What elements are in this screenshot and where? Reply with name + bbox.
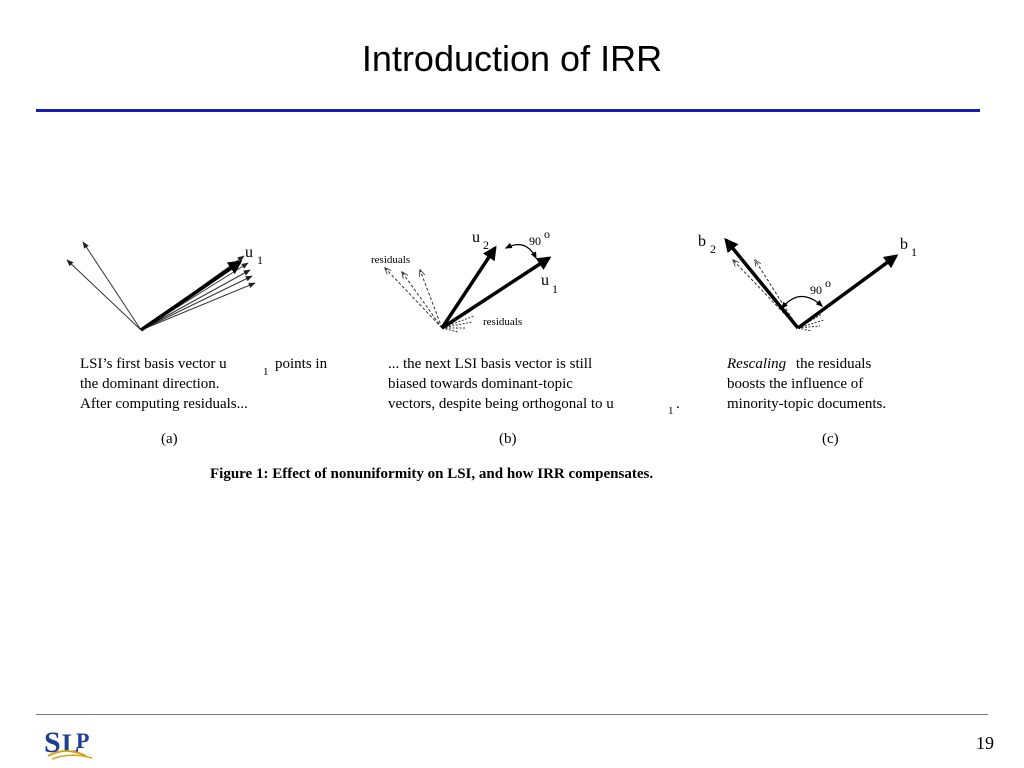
- panel-c-caption-line-3: minority-topic documents.: [727, 396, 886, 412]
- panel-c-caption: Rescaling the residuals boosts the influ…: [726, 356, 886, 447]
- panel-c-angle-label: 90: [810, 283, 822, 297]
- svg-text:S: S: [44, 726, 61, 759]
- panel-b-caption-line-3: vectors, despite being orthogonal to u: [388, 396, 614, 412]
- panel-b-u1-vector: [441, 256, 552, 330]
- title-divider: [36, 109, 980, 112]
- panel-c-b1-vector: [796, 254, 899, 330]
- panel-b-caption: ... the next LSI basis vector is still b…: [388, 356, 680, 447]
- slp-logo-icon: S L P: [44, 726, 93, 760]
- panel-c-b2-label: b: [698, 233, 706, 250]
- panel-a-caption-line-1-post: points in: [275, 356, 328, 372]
- panel-a-u1-label: u: [245, 244, 253, 261]
- panel-b-caption-line-3-sub: 1: [668, 405, 674, 417]
- panel-b-residuals-lower: residuals: [483, 316, 522, 328]
- figure-caption: Figure 1: Effect of nonuniformity on LSI…: [210, 466, 653, 482]
- page-number: 19: [976, 733, 994, 753]
- panel-a-minor-vector-1: [82, 241, 142, 331]
- panel-b-caption-line-3-post: .: [676, 396, 680, 412]
- footer-divider: [36, 714, 988, 715]
- panel-a-caption-line-2: the dominant direction.: [80, 376, 220, 392]
- panel-a-dominant-vector-4: [140, 275, 253, 331]
- panel-b-u1-label: u: [541, 272, 549, 289]
- panel-b-letter: (b): [499, 431, 517, 447]
- panel-b-residual-dashed-3: [420, 270, 443, 329]
- panel-a-dominant-vector-3: [140, 269, 251, 331]
- panel-c-degree-symbol: o: [825, 276, 831, 290]
- panel-c-caption-line-1: Rescaling the residuals: [726, 356, 871, 372]
- panel-a-u1-vector: [140, 260, 243, 332]
- panel-b-degree-symbol: o: [544, 227, 550, 241]
- panel-c-b1-subscript: 1: [911, 245, 917, 259]
- panel-a-minor-vector-2: [66, 259, 142, 331]
- panel-b-residuals-upper: residuals: [371, 254, 410, 266]
- panel-b-angle-arc: [504, 242, 537, 260]
- slide-title: Introduction of IRR: [361, 38, 663, 79]
- panel-c-b2-vector: [724, 237, 800, 330]
- panel-a-letter: (a): [161, 431, 178, 447]
- panel-b-angle-label: 90: [529, 234, 541, 248]
- panel-a-caption-line-3: After computing residuals...: [80, 396, 248, 412]
- panel-b-residual-dashed-2: [402, 272, 443, 329]
- panel-a-diagram: u 1: [66, 241, 263, 332]
- panel-a-caption: LSI’s first basis vector u 1 points in t…: [80, 356, 328, 447]
- panel-c-angle-arc: [781, 295, 824, 310]
- panel-c-caption-line-2: boosts the influence of: [727, 376, 863, 392]
- panel-a-dominant-vector-5: [140, 282, 256, 331]
- svg-text:P: P: [76, 728, 89, 753]
- panel-b-u2-label: u: [472, 229, 480, 246]
- panel-c-residual-dashed-2: [755, 260, 799, 329]
- panel-c-diagram: b 2 b 1 90 o: [698, 233, 917, 332]
- panel-a-caption-line-1-sub: 1: [263, 366, 269, 378]
- panel-b-u2-vector: [440, 245, 497, 329]
- panel-c-b2-subscript: 2: [710, 242, 716, 256]
- panel-b-diagram: u 2 90 o u 1 residuals residuals: [371, 227, 558, 333]
- panel-b-u1-subscript: 1: [552, 282, 558, 296]
- panel-a-u1-subscript: 1: [257, 253, 263, 267]
- panel-b-residual-dashed-1: [385, 268, 443, 329]
- panel-b-caption-line-1: ... the next LSI basis vector is still: [388, 356, 592, 372]
- panel-c-b1-label: b: [900, 236, 908, 253]
- panel-b-u2-subscript: 2: [483, 238, 489, 252]
- panel-c-letter: (c): [822, 431, 839, 447]
- panel-a-caption-line-1: LSI’s first basis vector u: [80, 356, 227, 372]
- panel-b-caption-line-2: biased towards dominant-topic: [388, 376, 573, 392]
